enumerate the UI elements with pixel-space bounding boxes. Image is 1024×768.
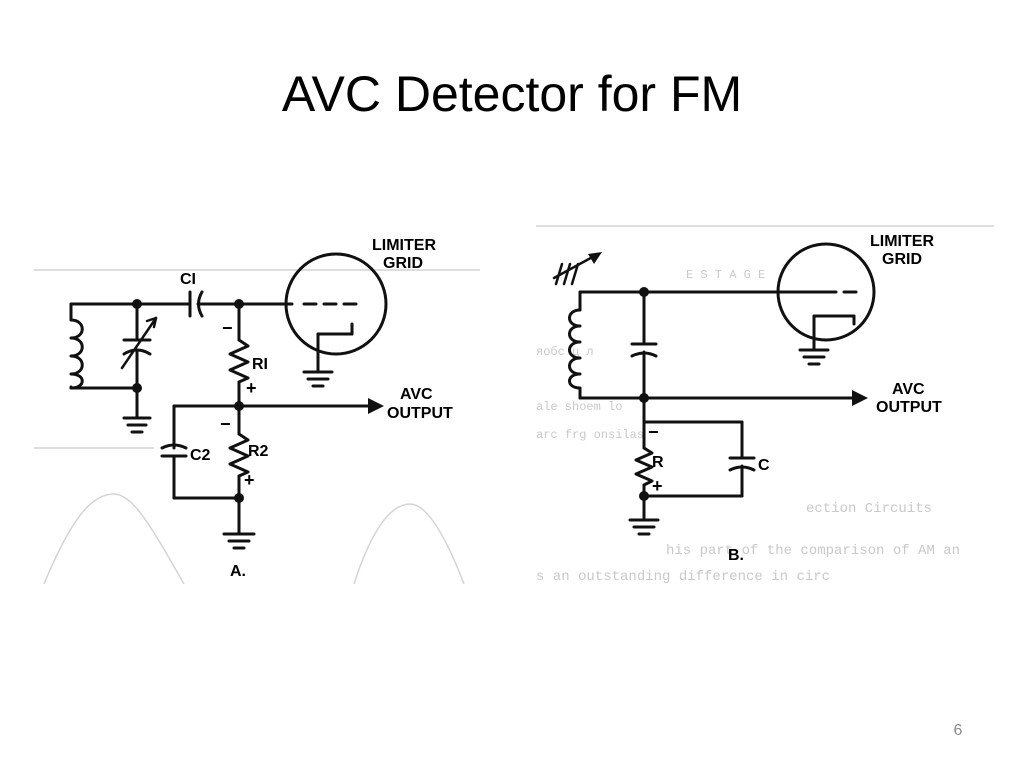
ground-symbol-bottom [222, 496, 256, 550]
r-resistor-b [634, 396, 654, 498]
tank-capacitor-b [630, 290, 658, 400]
r2-label: R2 [248, 443, 269, 460]
svg-text:E S T A G E: E S T A G E [686, 268, 765, 282]
caption-b: B. [728, 547, 744, 564]
limiter-grid-label-2-b: GRID [882, 251, 922, 268]
ground-symbol-b [628, 494, 660, 536]
r-bottom-polarity-b: + [652, 476, 663, 496]
variable-capacitor [120, 302, 158, 390]
diagram-b: E S T A G E яобс ц л ale shoem lo arc fr… [536, 220, 994, 592]
avc-output-label-1-b: AVC [892, 381, 925, 398]
svg-text:s an outstanding difference in: s an outstanding difference in circ [536, 569, 830, 585]
limiter-tube [284, 252, 388, 388]
junction-dots [132, 299, 244, 503]
diagram-a: CI LIMITER GRID − RI + [34, 212, 480, 588]
slide-title: AVC Detector for FM [281, 66, 743, 122]
c-label-b: C [758, 457, 770, 474]
r1-label: RI [252, 356, 268, 373]
ground-symbol-tank [122, 386, 152, 434]
r-label-b: R [652, 454, 664, 471]
tank-inductor [69, 302, 139, 390]
c2-label: C2 [190, 447, 211, 464]
caption-a: A. [230, 563, 246, 580]
r2-top-polarity: − [220, 414, 231, 434]
svg-text:ale shoem lo: ale shoem lo [536, 400, 622, 414]
avc-output-label-2-b: OUTPUT [876, 399, 942, 416]
avc-output-label-2: OUTPUT [387, 405, 453, 422]
r1-top-polarity: − [222, 318, 233, 338]
limiter-grid-label-1: LIMITER [372, 237, 436, 254]
c1-label: CI [180, 271, 196, 288]
svg-text:arc frg onsilas: arc frg onsilas [536, 428, 644, 442]
slide-number: 6 [953, 722, 963, 739]
scan-artifacts [34, 269, 480, 585]
avc-output-arrow-b [642, 390, 868, 406]
limiter-grid-label-1-b: LIMITER [870, 233, 934, 250]
tank-inductor-b [552, 252, 646, 400]
c-capacitor-b [642, 420, 756, 498]
limiter-grid-label-2: GRID [383, 255, 423, 272]
diagram-a-schematic: CI LIMITER GRID − RI + [34, 237, 480, 585]
avc-output-label-1: AVC [400, 386, 433, 403]
svg-text:яобс ц л: яобс ц л [536, 345, 594, 359]
r-top-polarity-b: − [648, 422, 659, 442]
scan-bleed-through: E S T A G E яобс ц л ale shoem lo arc fr… [536, 225, 994, 585]
diagram-b-schematic: E S T A G E яобс ц л ale shoem lo arc fr… [536, 225, 994, 585]
c2-capacitor [160, 404, 241, 500]
svg-text:ection Circuits: ection Circuits [806, 501, 932, 517]
r2-bottom-polarity: + [244, 470, 255, 490]
r1-bottom-polarity: + [246, 378, 257, 398]
svg-text:his part of the comparison of: his part of the comparison of AM an [666, 543, 960, 559]
avc-output-arrow [172, 398, 384, 414]
limiter-tube-b [776, 242, 876, 366]
c1-capacitor [135, 290, 241, 318]
junction-dots-b [639, 287, 649, 501]
